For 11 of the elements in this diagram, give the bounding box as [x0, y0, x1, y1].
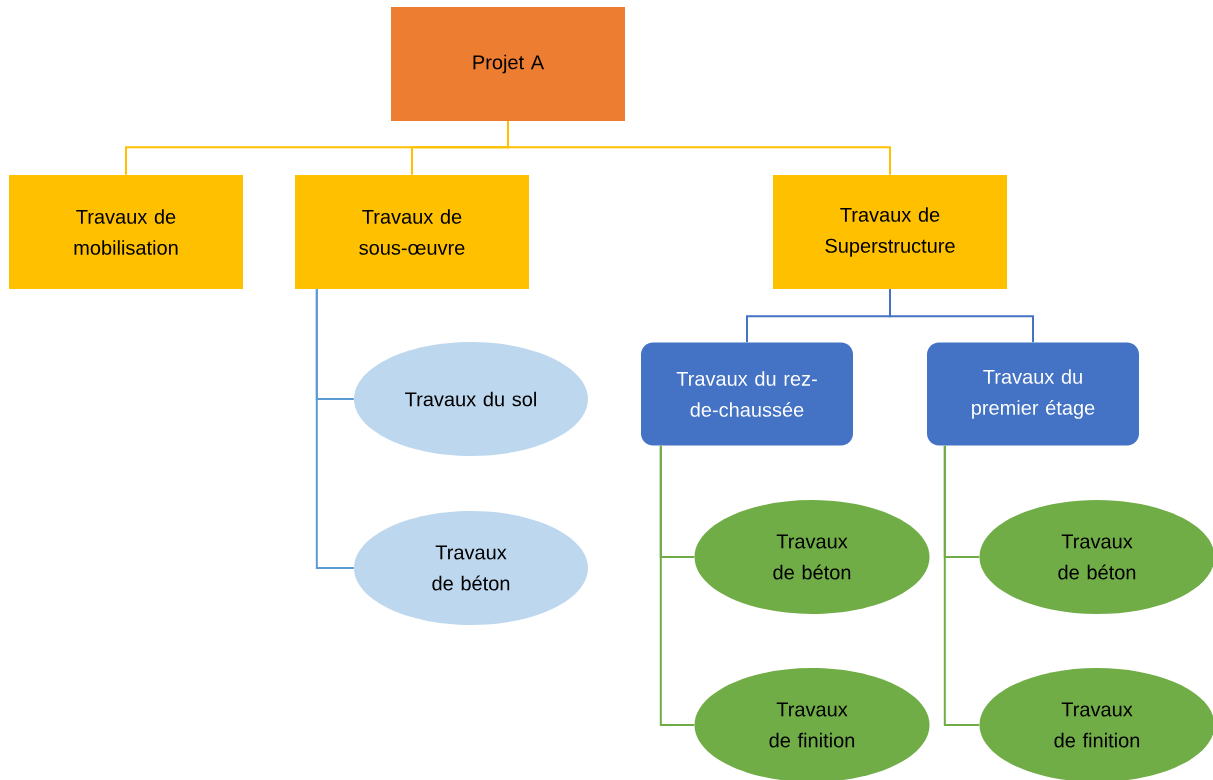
- rounded-box: Travaux du rez-de-chaussée: [641, 342, 853, 446]
- process-box: Projet A: [391, 7, 625, 121]
- connector-line: [889, 288, 1034, 344]
- connector-line: [315, 288, 355, 569]
- connector-line: [943, 444, 981, 726]
- connector-line: [659, 444, 696, 726]
- connector-line: [507, 120, 891, 176]
- process-box: Travaux de Superstructure: [773, 175, 1007, 289]
- rounded-box: Travaux du premier étage: [927, 342, 1139, 446]
- process-box: Travaux de mobilisation: [9, 175, 243, 289]
- process-box: Travaux de sous-œuvre: [295, 175, 529, 289]
